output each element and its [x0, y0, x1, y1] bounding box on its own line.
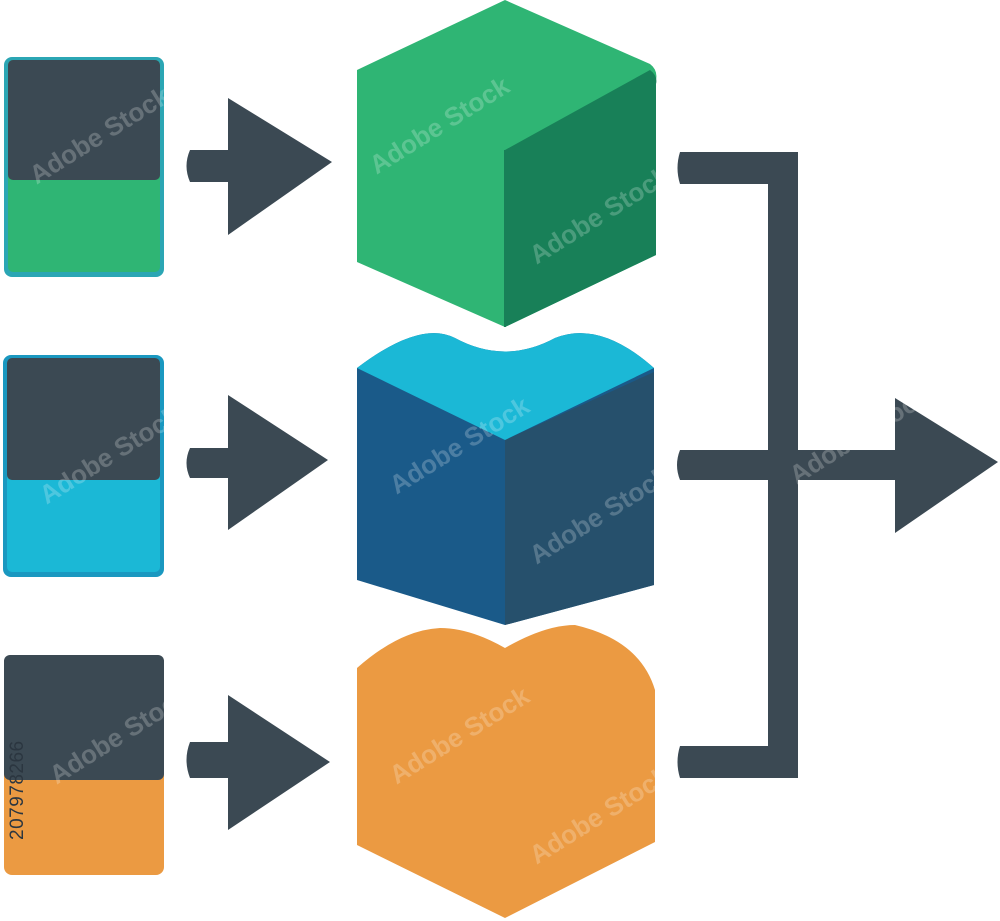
blue-card-icon	[3, 355, 164, 577]
arrow-right-icon	[186, 395, 328, 530]
merge-bracket	[677, 152, 998, 778]
row-orange	[4, 625, 655, 918]
arrow-right-icon	[186, 98, 332, 235]
arrow-right-icon	[186, 695, 330, 830]
green-cube-icon	[357, 0, 657, 327]
orange-cube-icon	[357, 625, 655, 918]
stock-id-label: 207978266	[7, 740, 28, 840]
row-green	[4, 0, 657, 327]
orange-card-icon	[4, 655, 164, 875]
blue-cube-icon	[357, 333, 654, 625]
row-blue	[3, 333, 654, 625]
green-card-icon	[4, 57, 164, 277]
